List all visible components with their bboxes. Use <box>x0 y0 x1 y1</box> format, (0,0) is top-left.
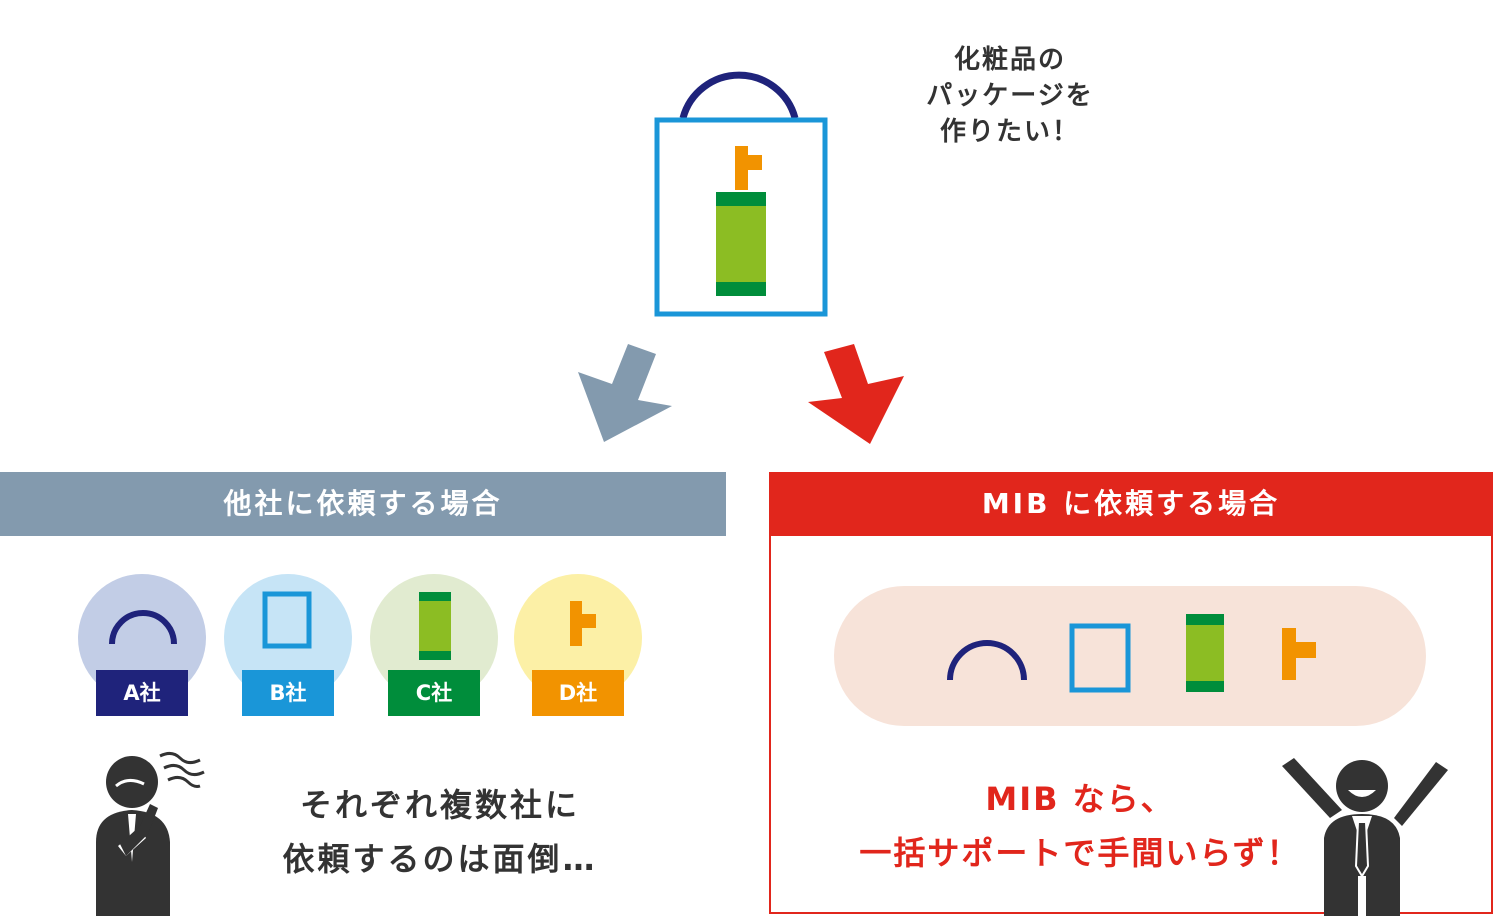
mib-cap-orange-icon <box>1282 628 1316 680</box>
company-c-label: C社 <box>388 670 480 716</box>
mib-title: MIB に依頼する場合 <box>769 472 1493 536</box>
right-message-line-1: MIB なら、 <box>985 780 1175 818</box>
company-a-label: A社 <box>96 670 188 716</box>
company-c: C社 <box>370 574 498 724</box>
worried-man-icon <box>96 751 205 916</box>
mib-box-outline-icon <box>1069 623 1131 693</box>
speech-text: 化粧品の パッケージを 作りたい！ <box>905 42 1115 150</box>
box-outline-icon <box>262 591 312 649</box>
shopping-bag-icon <box>654 71 828 317</box>
company-d-label: D社 <box>532 670 624 716</box>
red-arrow-icon <box>808 344 904 444</box>
company-a: A社 <box>78 574 206 724</box>
cap-orange-icon <box>570 601 596 646</box>
label-green-icon <box>419 592 451 660</box>
speech-line-3: 作りたい！ <box>939 117 1080 147</box>
right-message: MIB なら、 一括サポートで手間いらず！ <box>820 772 1340 880</box>
left-message-line-2: 依頼するのは面倒… <box>282 840 598 878</box>
other-companies-title: 他社に依頼する場合 <box>0 472 726 536</box>
company-d: D社 <box>514 574 642 724</box>
left-message: それぞれ複数社に 依頼するのは面倒… <box>240 778 640 886</box>
gray-arrow-icon <box>578 344 672 442</box>
happy-man-icon <box>1282 758 1448 916</box>
speech-line-2: パッケージを <box>926 81 1094 111</box>
mib-handle-arch-icon <box>947 640 1027 681</box>
handle-arch-icon <box>109 610 177 645</box>
left-message-line-1: それぞれ複数社に <box>299 786 580 824</box>
mib-label-green-icon <box>1186 614 1224 692</box>
right-message-line-2: 一括サポートで手間いらず！ <box>859 834 1301 872</box>
company-b-label: B社 <box>242 670 334 716</box>
company-b: B社 <box>224 574 352 724</box>
speech-line-1: 化粧品の <box>953 45 1066 75</box>
